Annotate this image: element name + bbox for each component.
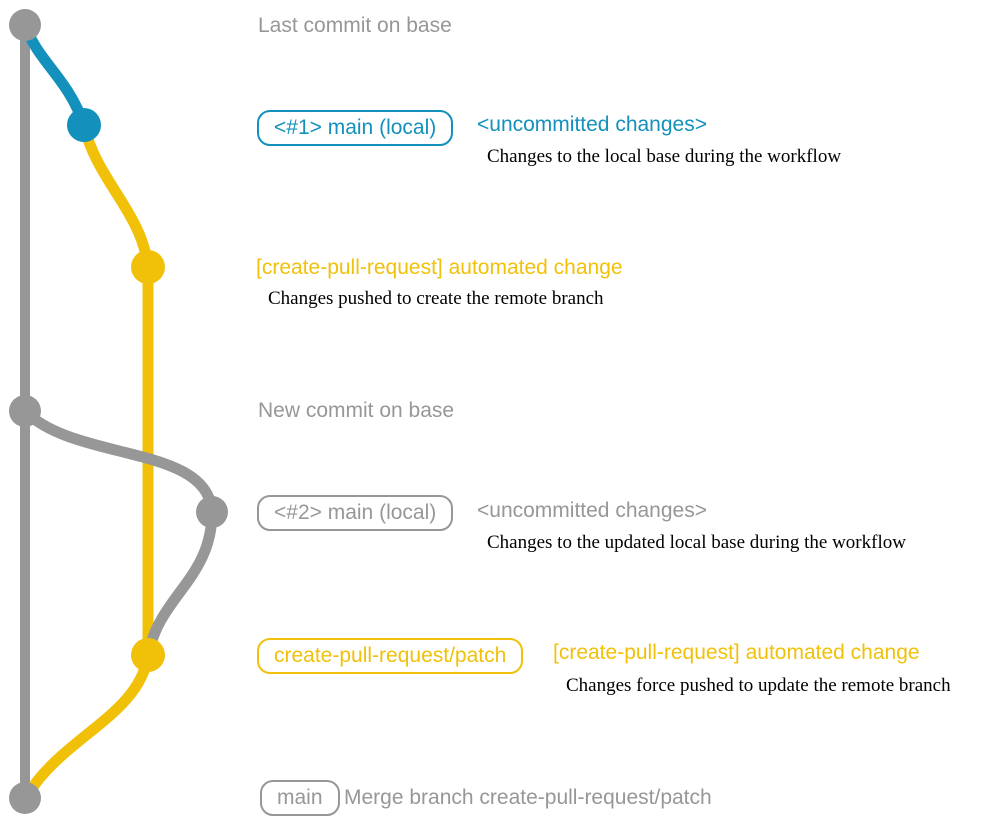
branch-label-main: main xyxy=(260,780,340,816)
annotation-force-pushed-update-remote-branch: Changes force pushed to update the remot… xyxy=(566,675,951,696)
commit-message-uncommitted-changes-2: <uncommitted changes> xyxy=(477,499,707,522)
commit-dot-local-2 xyxy=(196,496,228,528)
commit-message-last-commit-on-base: Last commit on base xyxy=(258,14,452,37)
commit-message-automated-change-2: [create-pull-request] automated change xyxy=(553,641,920,664)
commit-dot-pr-2 xyxy=(131,638,165,672)
merge-line xyxy=(22,654,154,799)
commit-message-merge-branch: Merge branch create-pull-request/patch xyxy=(344,786,712,809)
local-branch-1-line xyxy=(19,23,90,127)
commit-dot-merge xyxy=(9,782,41,814)
commit-dot-base-1 xyxy=(9,9,41,41)
commit-dot-base-2 xyxy=(9,395,41,427)
branch-label-main-local-1: <#1> main (local) xyxy=(257,110,454,146)
commit-dot-local-1 xyxy=(67,108,101,142)
commit-dot-pr-1 xyxy=(131,250,165,284)
commit-message-automated-change-1: [create-pull-request] automated change xyxy=(256,256,623,279)
annotation-local-base-changes-1: Changes to the local base during the wor… xyxy=(487,146,842,167)
commit-message-uncommitted-changes-1: <uncommitted changes> xyxy=(477,113,707,136)
local-branch-2-line xyxy=(21,406,218,654)
annotation-pushed-create-remote-branch: Changes pushed to create the remote bran… xyxy=(268,288,604,309)
pr-branch-line xyxy=(78,123,154,655)
branch-label-main-local-2: <#2> main (local) xyxy=(257,495,454,531)
commit-message-new-commit-on-base: New commit on base xyxy=(258,399,455,422)
annotation-local-base-changes-2: Changes to the updated local base during… xyxy=(487,532,906,553)
branch-label-create-pull-request-patch: create-pull-request/patch xyxy=(257,638,524,674)
